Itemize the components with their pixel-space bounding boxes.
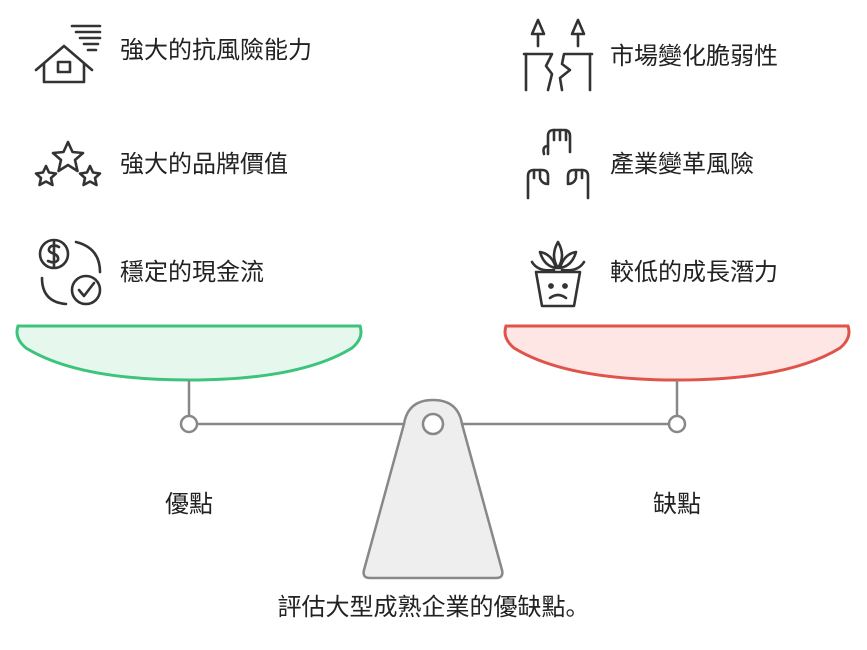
pros-item-1: 強大的抗風險能力 <box>28 10 350 90</box>
cons-item-2-label: 產業變革風險 <box>610 150 754 178</box>
pros-pan <box>15 324 363 382</box>
pros-item-3-label: 穩定的現金流 <box>120 258 264 286</box>
pros-item-2: 強大的品牌價值 <box>28 124 288 204</box>
house-storm-icon <box>34 24 102 84</box>
cons-pan <box>503 324 851 382</box>
pros-item-3: 穩定的現金流 <box>28 232 264 312</box>
cons-label: 缺點 <box>653 490 701 518</box>
cons-item-3-label: 較低的成長潛力 <box>610 258 778 286</box>
pros-item-1-label: 強大的抗風險能力 <box>120 36 312 64</box>
pros-joint <box>179 414 199 434</box>
cons-joint <box>667 414 687 434</box>
scale-stand <box>362 398 504 580</box>
pros-item-2-label: 強大的品牌價值 <box>120 150 288 178</box>
pivot-joint <box>421 412 445 436</box>
cons-item-2: 產業變革風險 <box>518 124 754 204</box>
diagram-caption: 評估大型成熟企業的優缺點。 <box>277 593 590 621</box>
cons-item-1: 市場變化脆弱性 <box>518 16 778 96</box>
stars-icon <box>34 140 102 187</box>
cash-flow-icon <box>38 238 102 306</box>
cons-item-3: 較低的成長潛力 <box>518 232 778 312</box>
pros-label: 優點 <box>165 490 213 518</box>
cracked-ground-icon <box>522 18 594 92</box>
cons-item-1-label: 市場變化脆弱性 <box>610 42 778 70</box>
wilting-plant-icon <box>530 240 586 308</box>
raised-fists-icon <box>526 128 590 200</box>
